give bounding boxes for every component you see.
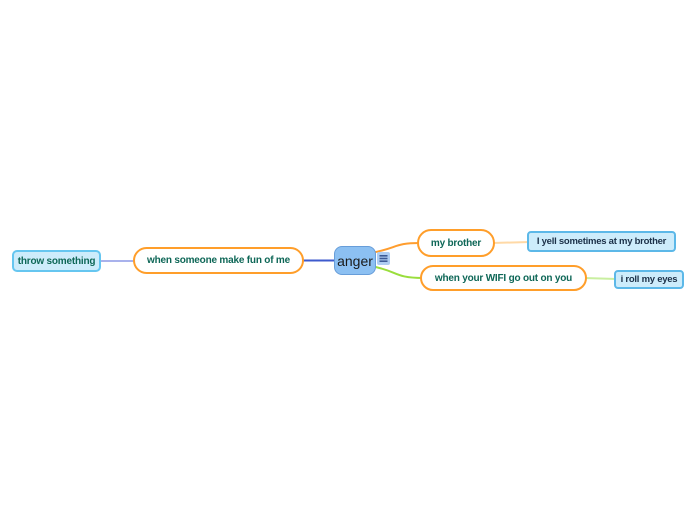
node-label: when your WIFI go out on you (434, 272, 573, 284)
node-label: when someone make fun of me (147, 255, 290, 266)
node-when-your-wifi-go-out-on-you[interactable]: when your WIFI go out on you (420, 265, 587, 291)
notes-icon[interactable] (377, 252, 390, 265)
node-label: i roll my eyes (620, 274, 678, 285)
node-i-yell-sometimes-at-my-brother[interactable]: I yell sometimes at my brother (527, 231, 676, 252)
node-label: my brother (430, 237, 482, 249)
connector-root-right-top-topic (370, 242, 421, 254)
connector-root-right-bottom-topic (370, 265, 424, 279)
root-node-anger[interactable]: anger (334, 246, 376, 275)
node-my-brother[interactable]: my brother (417, 229, 495, 257)
node-when-someone-make-fun-of-me[interactable]: when someone make fun of me (133, 247, 304, 274)
connector-right-bottom-subtopic (583, 277, 618, 280)
node-i-roll-my-eyes[interactable]: i roll my eyes (614, 270, 684, 289)
node-label: I yell sometimes at my brother (536, 236, 667, 247)
connector-right-top-subtopic (491, 241, 531, 244)
node-label: throw something (17, 255, 96, 267)
node-throw-something[interactable]: throw something (12, 250, 101, 272)
root-label: anger (337, 252, 373, 269)
